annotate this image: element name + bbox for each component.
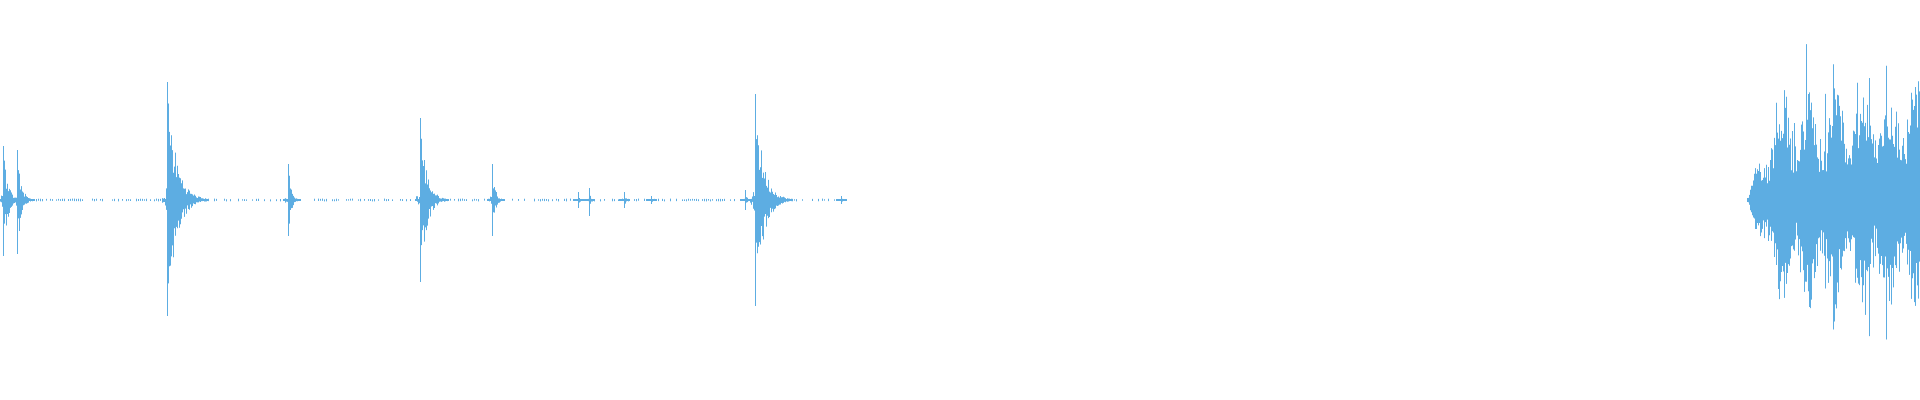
waveform-traces [0, 44, 1920, 340]
